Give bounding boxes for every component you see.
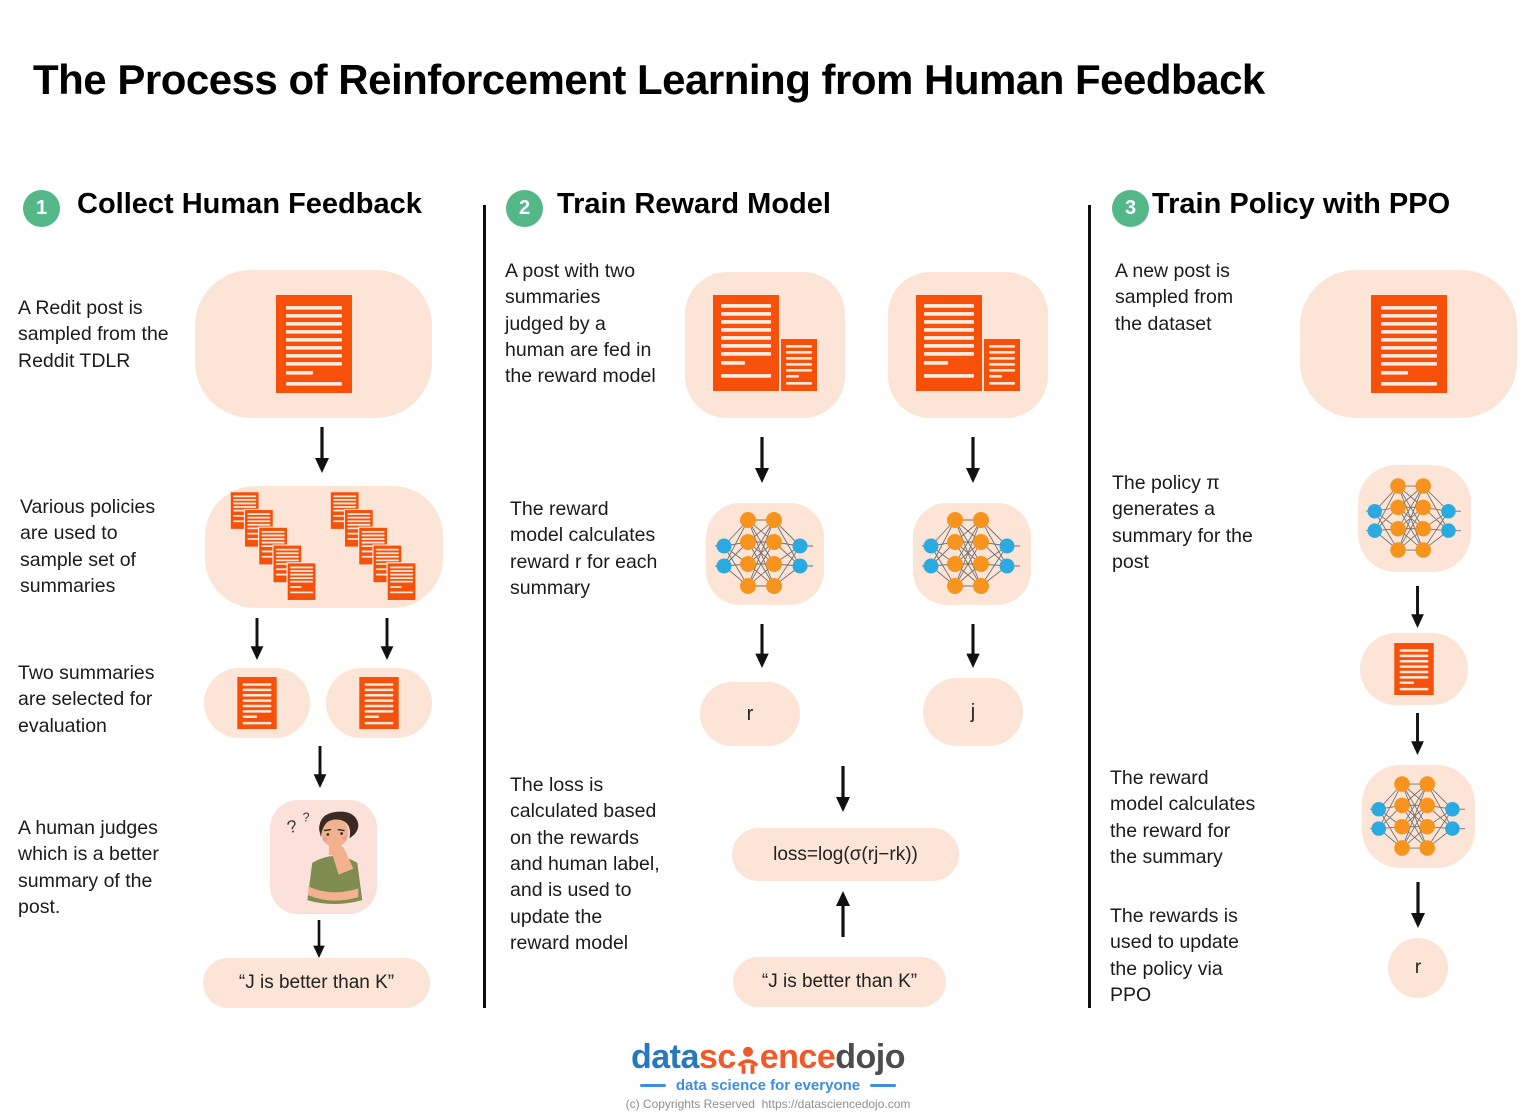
arrow-down-icon <box>249 618 265 660</box>
tagline-row: data science for everyone <box>639 1077 897 1094</box>
copyright-text: (c) Copyrights Reserved https://datascie… <box>625 1097 911 1111</box>
arrow-up-icon <box>835 891 851 937</box>
post-summary-j-box <box>685 272 845 418</box>
tagline: data science for everyone <box>675 1077 861 1094</box>
reward-j-pill: j <box>923 678 1023 746</box>
document-pair-icon <box>916 295 1020 395</box>
col1-step3-text: Two summaries are selected for evaluatio… <box>18 662 155 737</box>
post-summary-k-box <box>888 272 1048 418</box>
arrow-down-icon <box>379 618 395 660</box>
col3-step4-text: The rewards is used to update the policy… <box>1110 905 1240 1006</box>
document-icon <box>1394 643 1434 695</box>
document-pair-icon <box>713 295 817 395</box>
person-logo-icon <box>737 1045 759 1075</box>
arrow-down-icon <box>312 920 326 958</box>
tagline-dash-left <box>639 1084 666 1087</box>
column-heading-train-policy-ppo: Train Policy with PPO <box>1152 188 1451 220</box>
step-badge-2: 2 <box>506 190 543 227</box>
arrow-down-icon <box>835 766 851 812</box>
tagline-dash-right <box>870 1084 897 1087</box>
col2-step2-text: The reward model calculates reward r for… <box>510 498 658 599</box>
arrow-down-icon <box>754 437 770 483</box>
sampled-summaries-box <box>205 486 443 608</box>
col1-step1-text: A Redit post is sampled from the Reddit … <box>18 297 169 372</box>
reddit-post-box <box>195 270 432 418</box>
neural-network-icon <box>1370 772 1467 862</box>
reward-r-circle: r <box>1388 938 1448 998</box>
reward-model-box-left <box>706 503 824 605</box>
brand-dojo: dojo <box>835 1038 905 1076</box>
page-title: The Process of Reinforcement Learning fr… <box>33 56 1265 103</box>
arrow-down-icon <box>312 746 328 788</box>
new-post-box <box>1300 270 1517 418</box>
col3-step2-text: The policy π generates a summary for the… <box>1112 472 1253 573</box>
human-judge-box <box>270 800 377 914</box>
human-label-pill: “J is better than K” <box>733 957 946 1007</box>
brand-data: data <box>630 1038 699 1076</box>
arrow-down-icon <box>965 624 981 668</box>
neural-network-icon <box>715 508 815 600</box>
arrow-down-icon <box>965 437 981 483</box>
column-heading-train-reward-model: Train Reward Model <box>557 188 831 220</box>
col3-step3-text: The reward model calculates the reward f… <box>1110 767 1256 868</box>
arrow-down-icon <box>314 427 330 473</box>
col2-step3-text: The loss is calculated based on the rewa… <box>510 774 660 954</box>
col1-step4-text: A human judges which is a better summary… <box>18 817 159 918</box>
document-stack-icon <box>229 491 319 603</box>
column-heading-collect-feedback: Collect Human Feedback <box>77 188 422 220</box>
thinking-person-icon <box>275 802 373 912</box>
summary-k-box <box>326 668 432 738</box>
brand-science-pre: sc <box>698 1038 736 1076</box>
document-icon <box>237 677 277 729</box>
arrow-down-icon <box>1410 882 1426 928</box>
arrow-down-icon <box>1410 713 1425 755</box>
col2-step1-text: A post with two summaries judged by a hu… <box>505 260 656 388</box>
summary-j-box <box>204 668 310 738</box>
neural-network-icon <box>922 508 1022 600</box>
col3-step1-text: A new post is sampled from the dataset <box>1115 260 1234 335</box>
document-stack-icon <box>329 491 419 603</box>
human-verdict-pill: “J is better than K” <box>203 958 430 1008</box>
document-icon <box>1371 295 1447 393</box>
arrow-down-icon <box>1410 586 1425 628</box>
document-icon <box>359 677 399 729</box>
step-badge-3: 3 <box>1112 190 1149 227</box>
step-badge-1: 1 <box>23 190 60 227</box>
column-divider-1 <box>483 205 486 1008</box>
column-divider-2 <box>1088 205 1091 1008</box>
loss-formula-pill: loss=log(σ(rj−rk)) <box>732 828 959 881</box>
reward-model-box <box>1362 765 1475 868</box>
reward-r-pill: r <box>700 682 800 746</box>
neural-network-icon <box>1366 474 1463 564</box>
policy-model-box <box>1358 465 1471 572</box>
col1-step2-text: Various policies are used to sample set … <box>20 496 156 597</box>
generated-summary-box <box>1360 633 1468 705</box>
document-icon <box>276 295 352 393</box>
brand-science-post: ence <box>759 1038 836 1076</box>
reward-model-box-right <box>913 503 1031 605</box>
arrow-down-icon <box>754 624 770 668</box>
